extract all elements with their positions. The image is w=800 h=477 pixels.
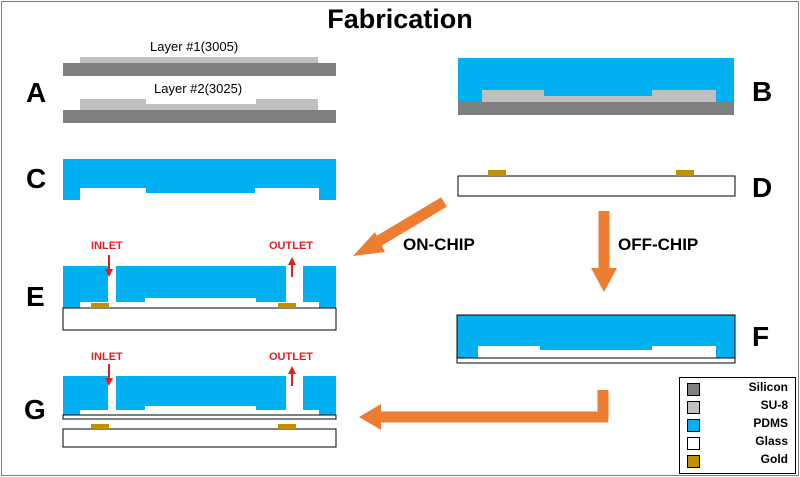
legend-row-su8: SU-8: [680, 397, 795, 415]
panel-g-inlet-label: INLET: [91, 351, 123, 363]
panel-label-g: G: [24, 394, 46, 425]
legend-label-su8: SU-8: [760, 398, 788, 412]
panel-d-gold-right: [676, 170, 694, 176]
panel-f-drawing: [456, 314, 736, 364]
panel-b-silicon: [458, 102, 734, 115]
layer2-note: Layer #2(3025): [154, 81, 243, 96]
on-chip-arrow-shaft: [369, 197, 447, 250]
panel-f-channel: [478, 346, 716, 358]
panel-g-inlet-arrowhead: [105, 378, 113, 386]
panel-d-drawing: [457, 170, 736, 197]
off-chip-arrowhead: [591, 268, 617, 292]
legend-row-gold: Gold: [680, 451, 795, 469]
panel-a-su8-layer2-left: [80, 99, 146, 110]
panel-b-su8-mid: [544, 96, 652, 102]
panel-label-a: A: [26, 77, 47, 108]
panel-e-pdms-left: [63, 266, 108, 308]
panel-g-drawing: [62, 364, 337, 448]
legend-swatch-glass: [687, 437, 700, 450]
panel-b-su8-left: [482, 90, 544, 102]
panel-g-pdms-mid: [116, 376, 286, 410]
panel-a-su8-layer1: [80, 57, 318, 63]
panel-e-pdms-mid: [116, 266, 286, 302]
panel-e-outlet-arrowhead: [288, 257, 296, 265]
panel-g-pdms-left: [63, 376, 108, 415]
legend-swatch-pdms: [687, 419, 700, 432]
process-arrows: [353, 197, 617, 430]
panel-a-su8-layer2-right: [256, 99, 318, 110]
legend-row-glass: Glass: [680, 433, 795, 451]
panel-a-drawing: [63, 57, 336, 123]
panel-label-b: B: [752, 76, 773, 107]
panel-e-gold-right: [278, 303, 296, 308]
panel-c-pdms-mold: [63, 159, 336, 200]
panel-b-drawing: [458, 58, 734, 115]
panel-e-gold-left: [91, 303, 109, 308]
legend-swatch-su8: [687, 401, 700, 414]
f-to-g-arrowhead: [359, 404, 381, 430]
panel-a-silicon-wafer1: [63, 63, 336, 76]
panel-label-e: E: [26, 281, 45, 312]
panel-f-glass: [456, 357, 736, 364]
panel-g-pdms-right: [303, 376, 336, 415]
legend-row-pdms: PDMS: [680, 415, 795, 433]
off-chip-label: OFF-CHIP: [618, 235, 699, 254]
panel-e-inlet-arrowhead: [105, 269, 113, 277]
panel-g-outlet-label: OUTLET: [269, 351, 313, 363]
panel-e-drawing: [62, 255, 337, 331]
panel-d-glass: [457, 175, 736, 197]
legend-swatch-silicon: [687, 383, 700, 396]
layer1-note: Layer #1(3005): [150, 39, 239, 54]
material-legend: Silicon SU-8 PDMS Glass Gold: [679, 377, 796, 474]
panel-label-c: C: [26, 163, 47, 194]
legend-label-pdms: PDMS: [753, 416, 788, 430]
legend-label-gold: Gold: [760, 452, 788, 466]
panel-e-glass: [62, 307, 337, 331]
legend-label-glass: Glass: [755, 434, 788, 448]
panel-a-silicon-wafer2: [63, 110, 336, 123]
on-chip-arrowhead: [353, 232, 385, 256]
on-chip-label: ON-CHIP: [403, 235, 475, 254]
panel-label-f: F: [752, 321, 770, 352]
legend-swatch-gold: [687, 455, 700, 468]
panel-label-d: D: [752, 172, 773, 203]
legend-row-silicon: Silicon: [680, 379, 795, 397]
panel-g-glass-top: [62, 414, 337, 420]
panel-e-outlet-label: OUTLET: [269, 240, 313, 252]
panel-g-gold-left: [91, 424, 109, 429]
panel-a-su8-layer2-mid: [146, 104, 256, 110]
figure-title: Fabrication: [327, 4, 473, 34]
panel-g-glass-bottom: [62, 428, 337, 448]
panel-b-su8-right: [652, 90, 716, 102]
panel-g-gold-right: [278, 424, 296, 429]
panel-e-pdms-right: [303, 266, 336, 308]
panel-e-inlet-label: INLET: [91, 240, 123, 252]
panel-g-outlet-arrowhead: [288, 366, 296, 374]
panel-d-gold-left: [488, 170, 506, 176]
legend-label-silicon: Silicon: [748, 380, 788, 394]
